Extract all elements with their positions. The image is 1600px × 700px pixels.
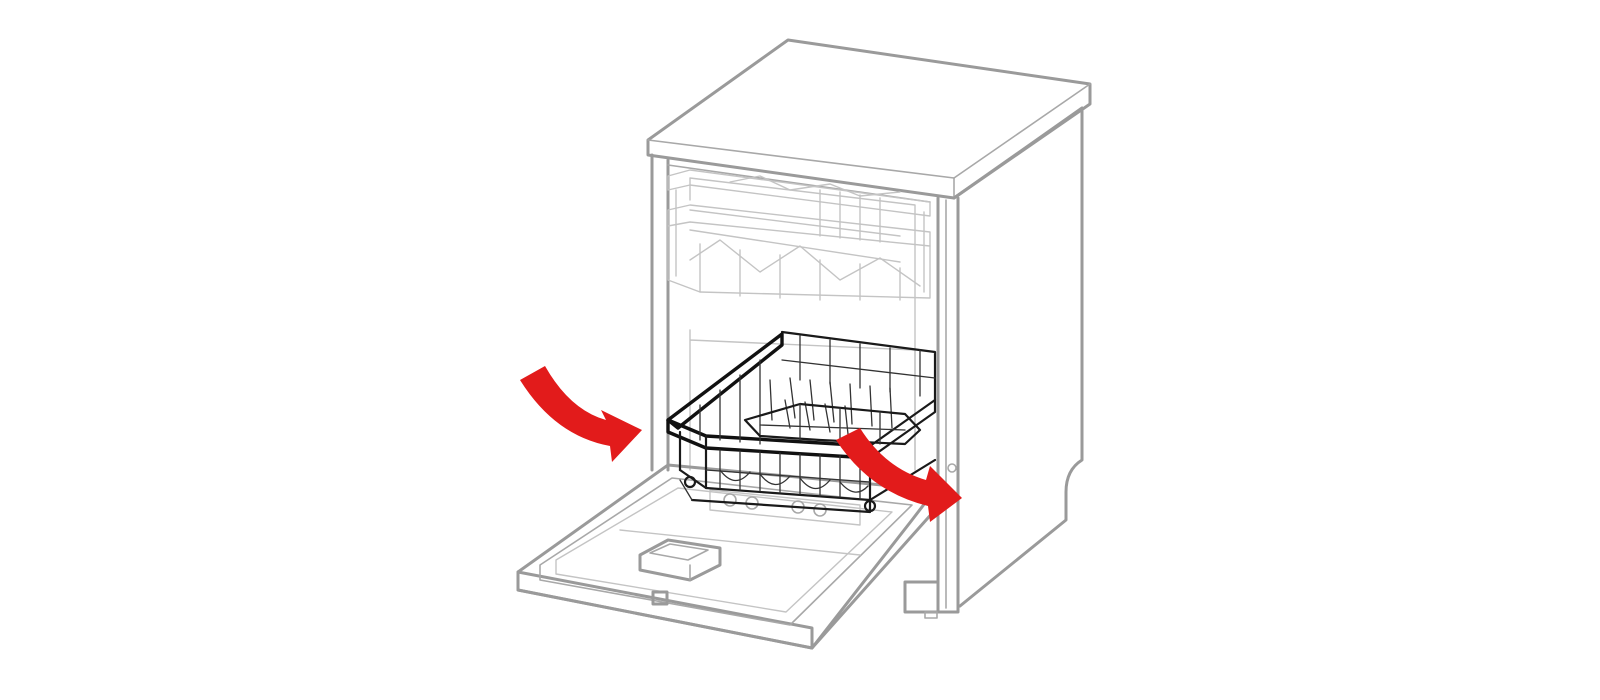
detergent-dispenser: [638, 538, 722, 582]
upper-rack: [667, 169, 931, 301]
front-pillar: [936, 196, 960, 614]
door-inner-recess: [555, 487, 893, 613]
side-panel: [952, 106, 1084, 608]
worktop-front-edge: [647, 139, 955, 179]
door-latch: [651, 590, 669, 606]
tub-lower-detail: [689, 329, 916, 471]
rack-handle: [666, 332, 784, 430]
hinge: [947, 463, 957, 473]
door-fold-line: [619, 529, 861, 556]
dishwasher-door: [516, 463, 937, 650]
spray-nozzles: [709, 489, 861, 526]
arrows: [520, 366, 962, 522]
front-left-frame: [650, 153, 670, 472]
worktop: [646, 38, 1092, 200]
plinth: [903, 580, 940, 614]
worktop-side-edge: [953, 83, 1091, 179]
door-inner-panel: [539, 477, 913, 626]
door-front-edge: [516, 570, 814, 650]
tub-back-wall: [689, 177, 916, 461]
door-outer: [516, 463, 937, 650]
insert-arrow-icon: [520, 366, 642, 462]
foot: [924, 611, 938, 619]
dishwasher-cabinet: [646, 38, 1092, 619]
remove-arrow-icon: [836, 428, 962, 522]
